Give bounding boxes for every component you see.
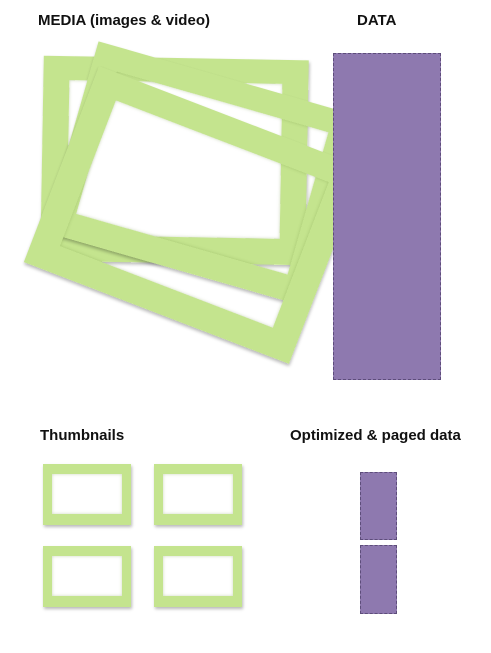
thumbnails-heading: Thumbnails (40, 427, 125, 444)
thumbnail-frame (154, 546, 242, 607)
media-heading: MEDIA (images & video) (38, 12, 210, 29)
data-block (333, 53, 441, 380)
paged-data-block (360, 545, 397, 614)
thumbnail-frame (43, 546, 131, 607)
thumbnail-frame (43, 464, 131, 525)
data-heading: DATA (357, 12, 397, 29)
thumbnail-frame (154, 464, 242, 525)
paged-data-block (360, 472, 397, 540)
paged-data-heading: Optimized & paged data (290, 427, 461, 444)
